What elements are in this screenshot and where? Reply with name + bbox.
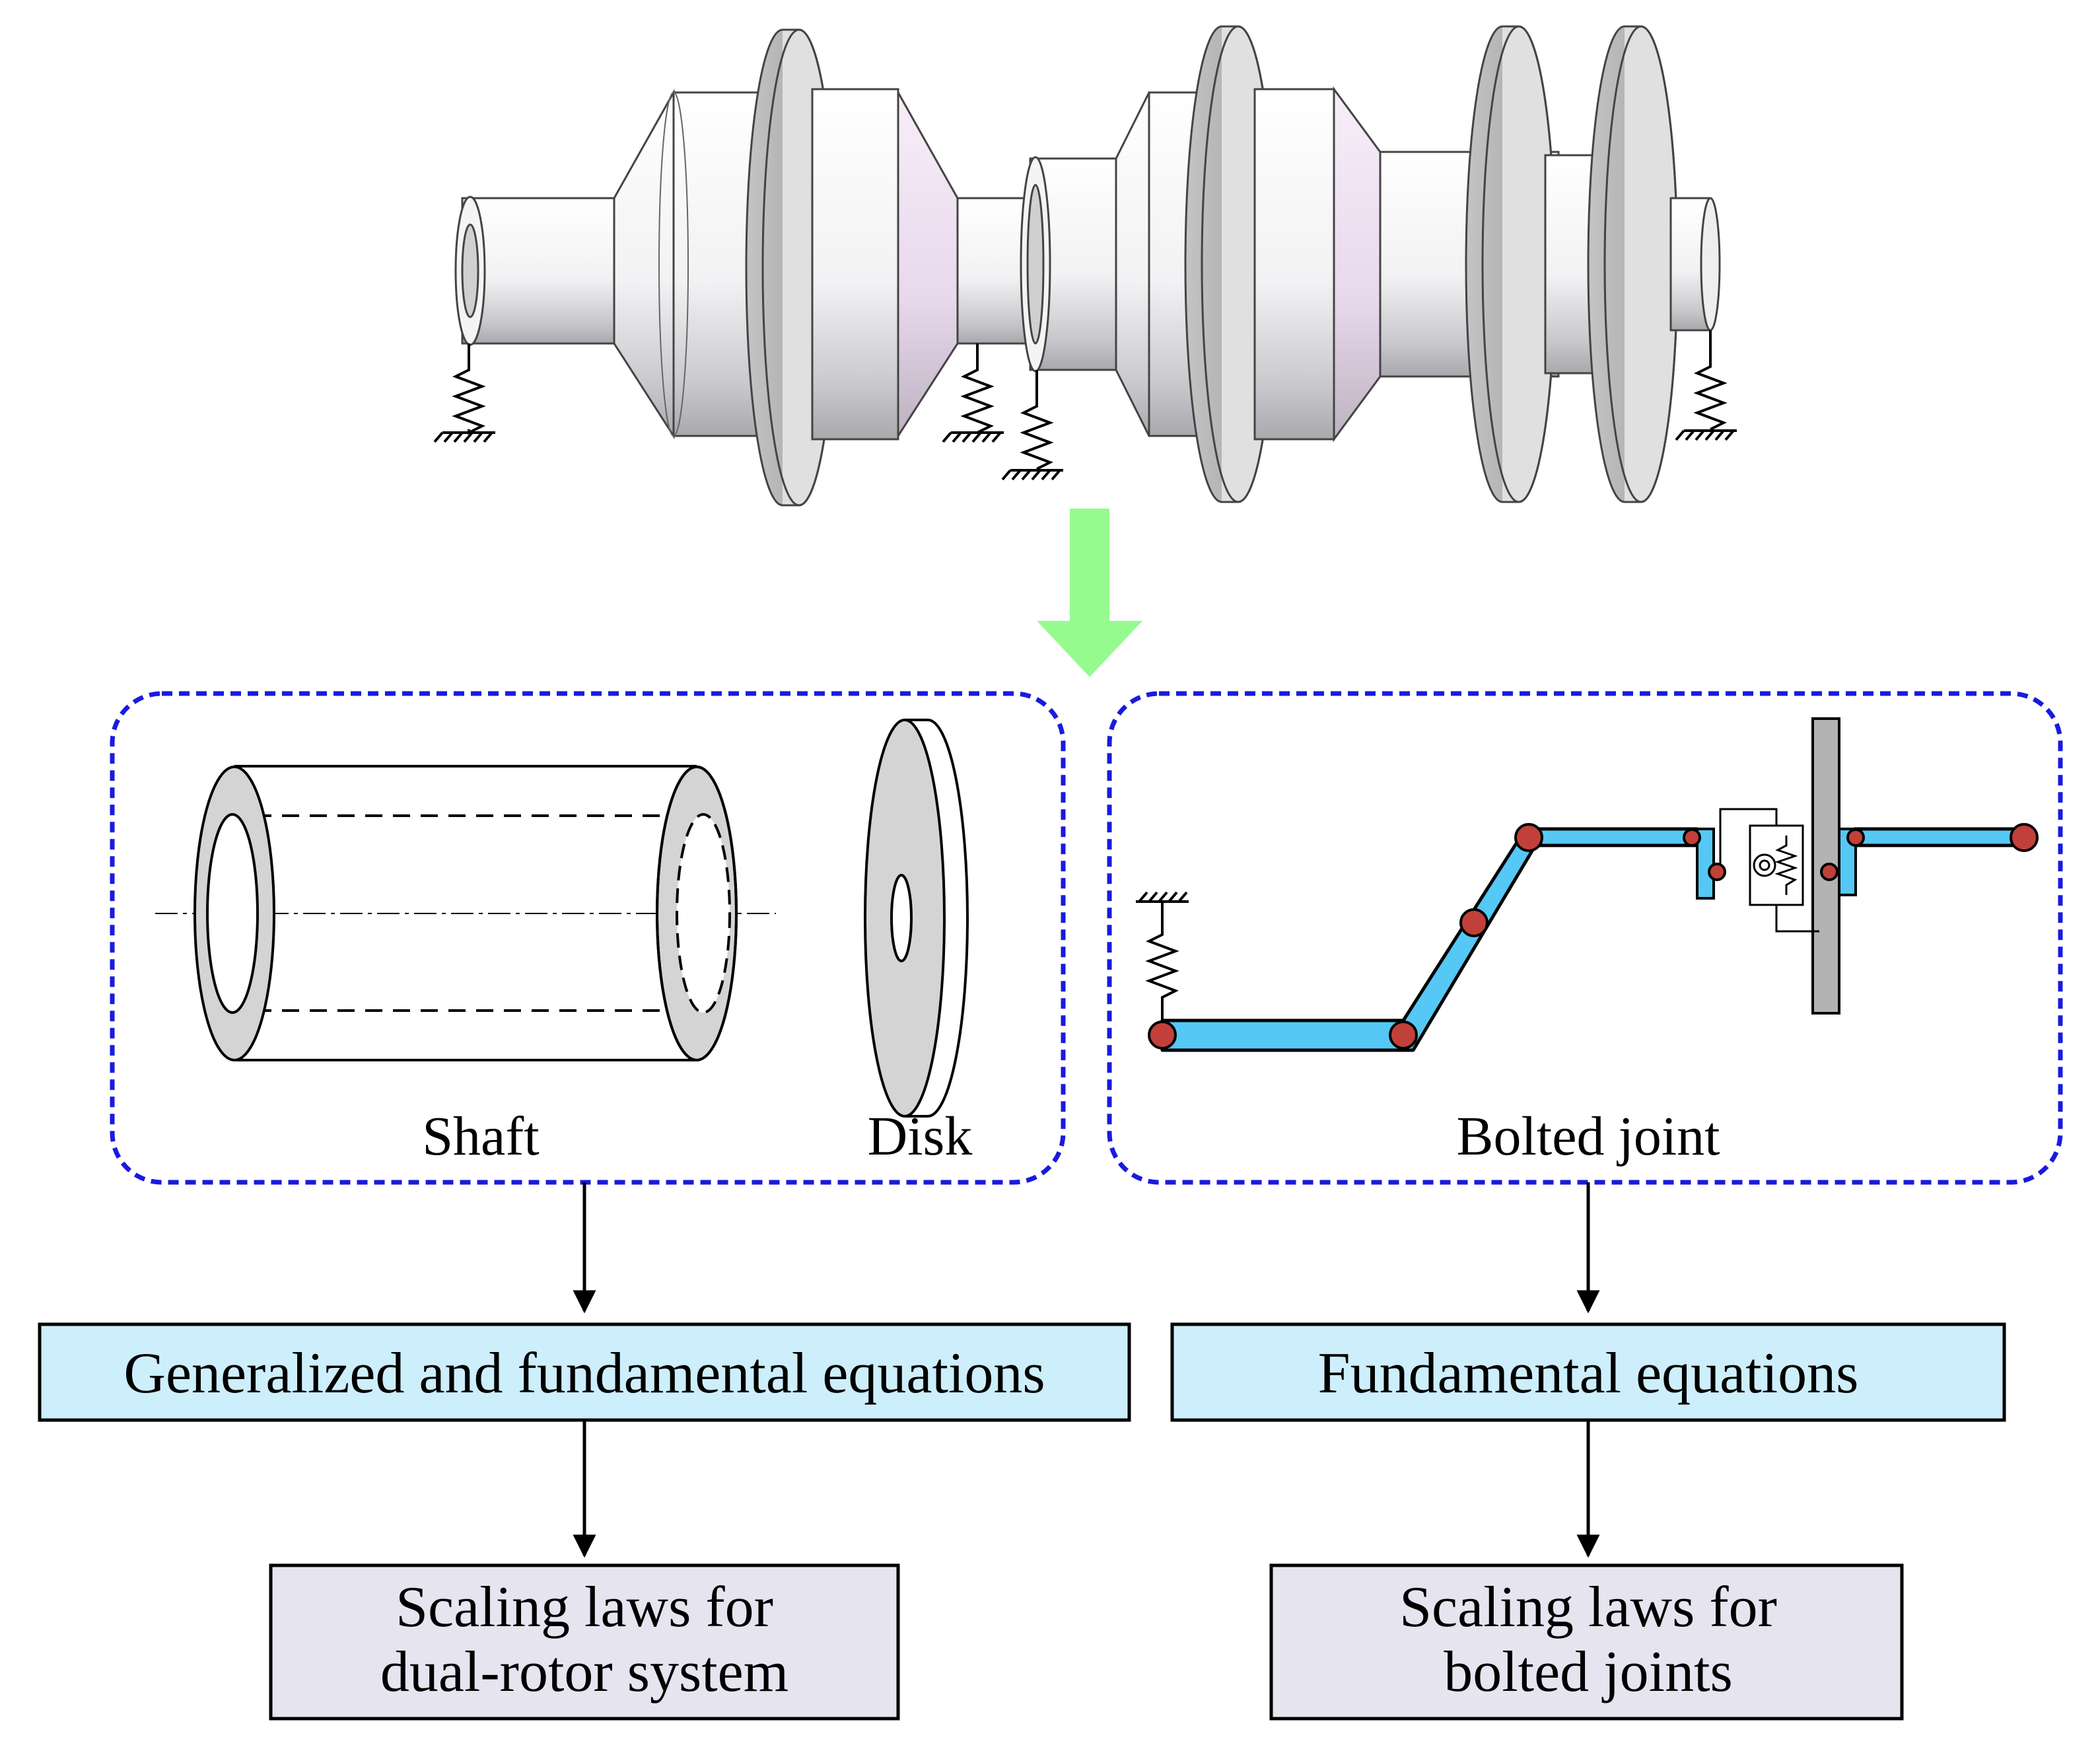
svg-text:bolted joints: bolted joints [1444,1640,1733,1704]
dual-rotor-assembly [454,25,1721,507]
spring-4 [1675,330,1737,441]
left-scaling-box: Scaling laws for dual-rotor system [269,1563,900,1721]
disk-drawing [864,719,969,1118]
joint-nodes [1148,823,2039,1050]
spring-2 [942,343,1004,443]
beam-segments [1160,827,1699,1052]
disk-label: Disk [868,1106,973,1167]
joint-spring [1136,891,1189,1034]
svg-text:Scaling laws for: Scaling laws for [1399,1575,1777,1639]
shaft-drawing [155,765,776,1061]
right-beam [1854,827,2026,847]
left-component-panel [110,691,1066,1185]
bolted-joint-schematic [1136,717,2039,1052]
left-flange [1696,828,1715,900]
svg-text:Generalized and fundamental eq: Generalized and fundamental equations [123,1341,1045,1406]
support-springs [433,330,1737,481]
svg-text:Fundamental equations: Fundamental equations [1318,1341,1859,1406]
flow-arrows [573,1182,1600,1558]
right-component-panel [1107,691,2063,1185]
spring-1 [433,343,495,443]
left-equations-box: Generalized and fundamental equations [38,1322,1131,1422]
svg-text:Scaling laws for: Scaling laws for [396,1575,773,1639]
green-down-arrow [1037,509,1142,677]
right-scaling-box: Scaling laws for bolted joints [1269,1563,1904,1721]
shaft-label: Shaft [422,1106,539,1167]
joint-connection [1714,808,1819,933]
right-equations-box: Fundamental equations [1170,1322,2006,1422]
bolted-joint-label: Bolted joint [1457,1106,1720,1167]
spring-3 [1001,370,1063,481]
svg-text:dual-rotor system: dual-rotor system [380,1640,788,1704]
